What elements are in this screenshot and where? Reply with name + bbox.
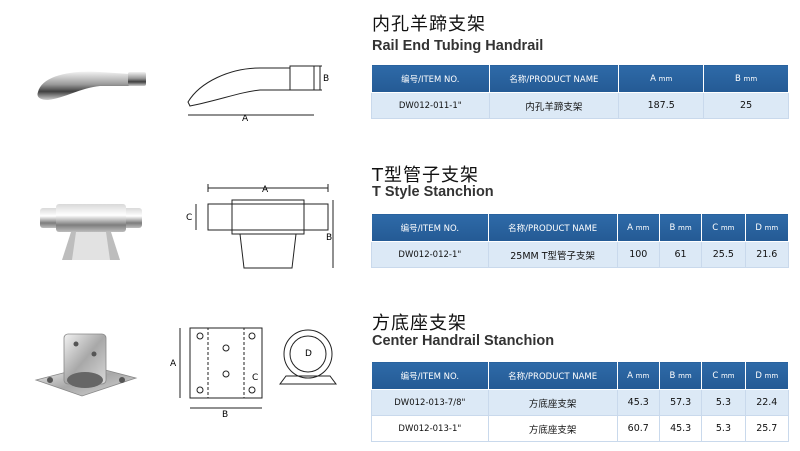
header-product-name: 名称/PRODUCT NAME [487,361,618,390]
drawing-label-b: B [326,233,332,243]
section-title-cn: 内孔羊蹄支架 [372,14,486,35]
cell-b: 57.3 [658,389,703,416]
header-c: C mm [701,213,746,242]
section-rail-end: A B 内孔羊蹄支架 Rail End Tubing Handrail 编号/I… [0,0,800,135]
drawing-label-a: A [242,114,249,122]
cell-a: 45.3 [616,389,660,416]
center-stanchion-product-photo [34,333,138,397]
cell-product-name: 25MM T型管子支架 [487,241,618,268]
table-row: DW012-013-7/8" 方底座支架 45.3 57.3 5.3 22.4 [371,389,790,416]
spec-table-center-stanchion: 编号/ITEM NO. 名称/PRODUCT NAME A mm B mm C … [371,361,790,442]
section-title-cn: 方底座支架 [372,313,467,334]
cell-d: 21.6 [744,241,790,268]
header-a: A mm [616,213,660,242]
t-stanchion-product-photo [40,204,142,260]
table-row: DW012-013-1" 方底座支架 60.7 45.3 5.3 25.7 [371,415,790,442]
drawing-label-b: B [222,410,228,418]
header-a: A mm [618,64,705,93]
cell-c: 5.3 [701,415,746,442]
drawing-label-a: A [262,185,269,195]
header-c: C mm [701,361,746,390]
section-title-en: Rail End Tubing Handrail [372,38,544,54]
header-a: A mm [616,361,660,390]
cell-b: 25 [703,92,789,119]
drawing-label-c: C [252,373,258,383]
drawing-label-b: B [323,74,329,84]
cell-b: 61 [658,241,703,268]
cell-b: 45.3 [658,415,703,442]
header-b: B mm [703,64,789,93]
t-stanchion-technical-drawing: A B C [186,184,334,269]
header-b: B mm [658,361,703,390]
section-title-en: Center Handrail Stanchion [372,333,555,349]
table-row: DW012-012-1" 25MM T型管子支架 100 61 25.5 21.… [371,241,790,268]
cell-a: 187.5 [618,92,705,119]
header-product-name: 名称/PRODUCT NAME [488,64,620,93]
drawing-label-d: D [305,349,312,359]
header-b: B mm [658,213,703,242]
header-d: D mm [744,361,790,390]
cell-item-no: DW012-013-1" [371,415,489,442]
drawing-label-a: A [170,359,177,369]
header-product-name: 名称/PRODUCT NAME [487,213,618,242]
cell-product-name: 内孔羊蹄支架 [488,92,620,119]
cell-a: 100 [616,241,660,268]
header-d: D mm [744,213,790,242]
drawing-label-c: C [186,213,192,223]
spec-table-t-stanchion: 编号/ITEM NO. 名称/PRODUCT NAME A mm B mm C … [371,213,790,268]
center-stanchion-technical-drawing: A B C D [170,327,337,418]
header-item-no: 编号/ITEM NO. [371,213,489,242]
rail-end-product-photo [37,71,146,100]
header-item-no: 编号/ITEM NO. [371,361,489,390]
section-title-cn: T型管子支架 [372,165,479,186]
cell-product-name: 方底座支架 [487,415,618,442]
cell-a: 60.7 [616,415,660,442]
cell-item-no: DW012-013-7/8" [371,389,489,416]
spec-table-rail-end: 编号/ITEM NO. 名称/PRODUCT NAME A mm B mm DW… [371,64,789,119]
rail-end-technical-drawing: A B [187,65,329,122]
cell-item-no: DW012-011-1" [371,92,490,119]
header-item-no: 编号/ITEM NO. [371,64,490,93]
cell-item-no: DW012-012-1" [371,241,489,268]
section-t-stanchion: A B C T型管子支架 T Style Stanchion 编号/ITEM N… [40,165,790,269]
table-row: DW012-011-1" 内孔羊蹄支架 187.5 25 [371,92,789,119]
cell-product-name: 方底座支架 [487,389,618,416]
cell-c: 5.3 [701,389,746,416]
section-title-en: T Style Stanchion [372,184,494,200]
cell-d: 22.4 [744,389,790,416]
cell-d: 25.7 [744,415,790,442]
cell-c: 25.5 [701,241,746,268]
